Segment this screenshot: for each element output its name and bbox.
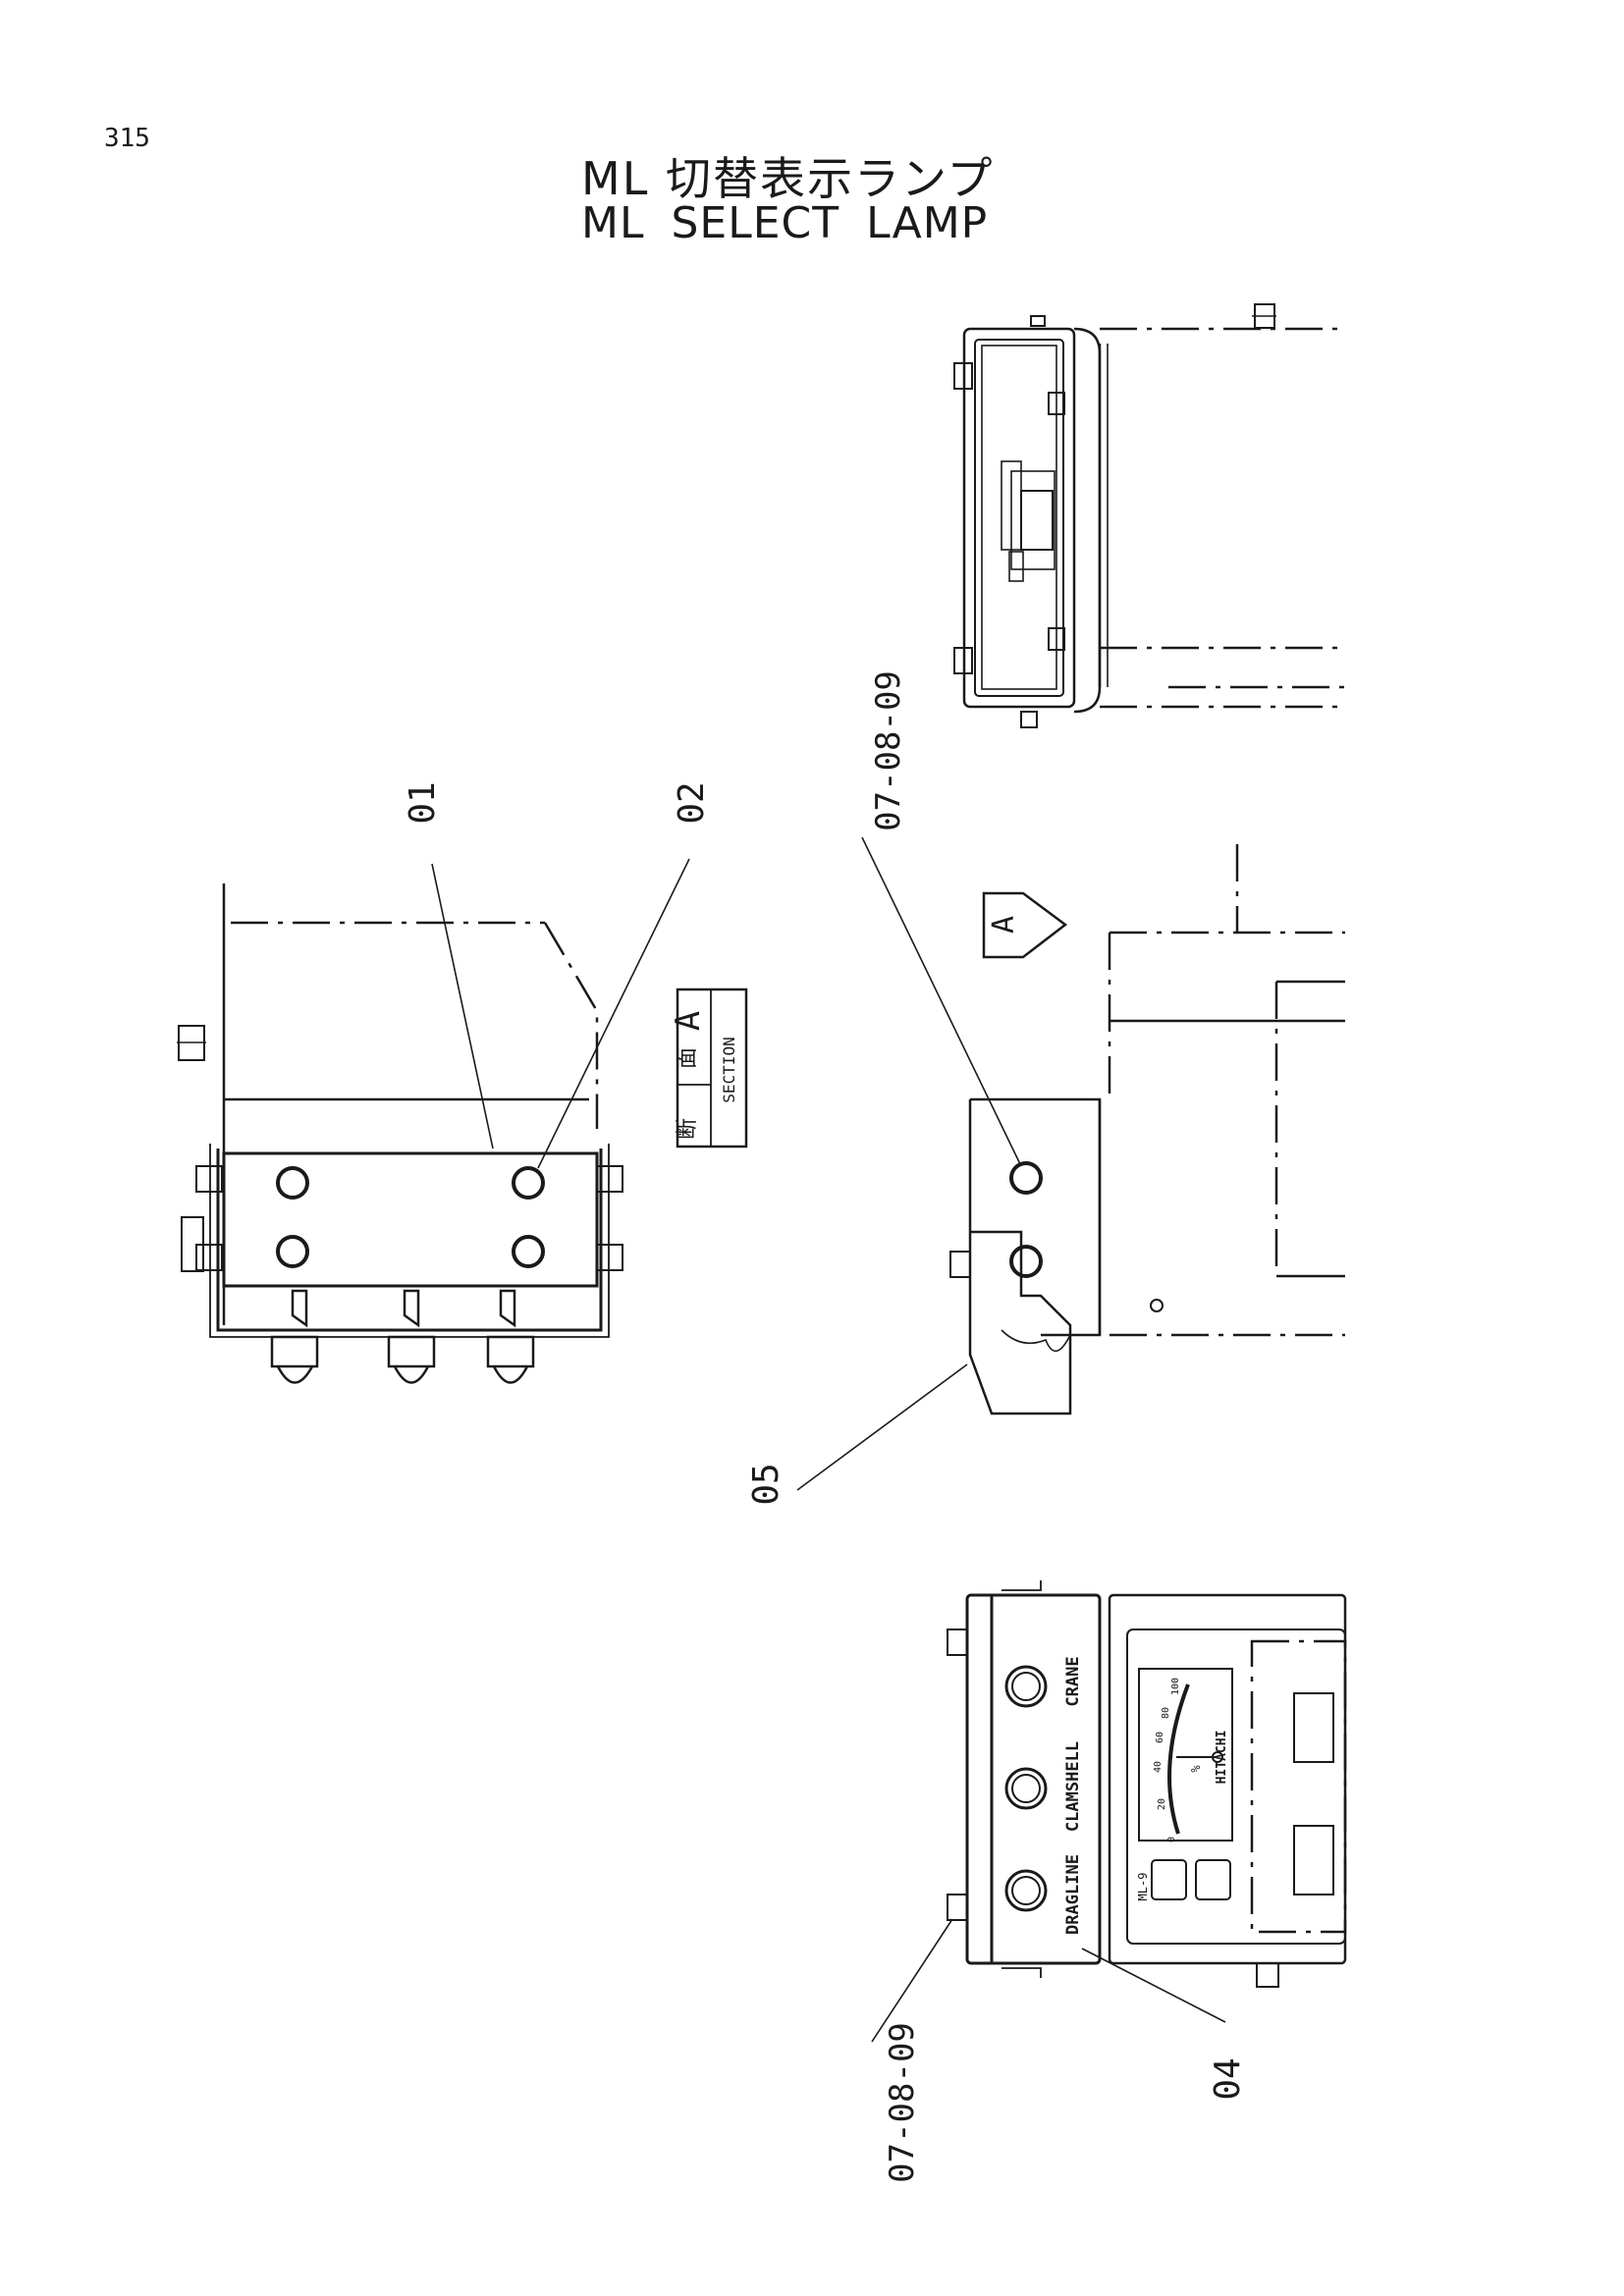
lamp-2 <box>387 1289 436 1384</box>
section-letter: A <box>669 1011 708 1031</box>
page-number: 315 <box>104 124 150 153</box>
lamp-1 <box>270 1289 319 1384</box>
drawing-text: 断 面 A SECTION A 01 02 07-08-09 05 07-08-… <box>403 670 1248 2183</box>
meter-tick-40: 40 <box>1153 1761 1164 1773</box>
callout-07-08-09-top: 07-08-09 <box>869 670 908 831</box>
section-a-box <box>676 988 748 1148</box>
front-panel-view <box>947 1580 1347 1988</box>
callout-07-08-09-bottom: 07-08-09 <box>883 2022 922 2183</box>
meter-brand: HITACHI <box>1215 1731 1229 1785</box>
meter-tick-80: 80 <box>1161 1707 1171 1719</box>
top-view-lamp-box <box>953 303 1345 728</box>
meter-tick-0: 0 <box>1166 1837 1177 1842</box>
callout-01: 01 <box>403 781 443 824</box>
section-label: SECTION <box>720 1037 738 1102</box>
leader-lines <box>431 836 1226 2043</box>
title-english: ML SELECT LAMP <box>581 198 989 248</box>
callout-02: 02 <box>672 781 712 824</box>
meter-model: ML-9 <box>1136 1873 1150 1901</box>
panel-label-clamshell: CLAMSHELL <box>1063 1741 1083 1832</box>
meter-unit: % <box>1189 1765 1203 1773</box>
side-view-bracket <box>949 844 1345 1415</box>
title-japanese: ML 切替表示ランプ <box>581 152 995 205</box>
lamp-3 <box>486 1289 535 1384</box>
section-a-view <box>177 883 623 1384</box>
callout-05: 05 <box>746 1463 786 1505</box>
view-arrow-a <box>982 891 1068 959</box>
section-jp-char-1: 断 <box>676 1118 700 1140</box>
panel-label-crane: CRANE <box>1063 1656 1083 1706</box>
view-arrow-letter: A <box>987 916 1021 934</box>
meter-tick-20: 20 <box>1157 1798 1167 1810</box>
callout-04: 04 <box>1208 2057 1248 2100</box>
panel-label-dragline: DRAGLINE <box>1063 1854 1083 1935</box>
meter-tick-100: 100 <box>1170 1678 1181 1695</box>
meter-tick-60: 60 <box>1155 1732 1165 1743</box>
section-jp-char-2: 面 <box>676 1047 700 1069</box>
